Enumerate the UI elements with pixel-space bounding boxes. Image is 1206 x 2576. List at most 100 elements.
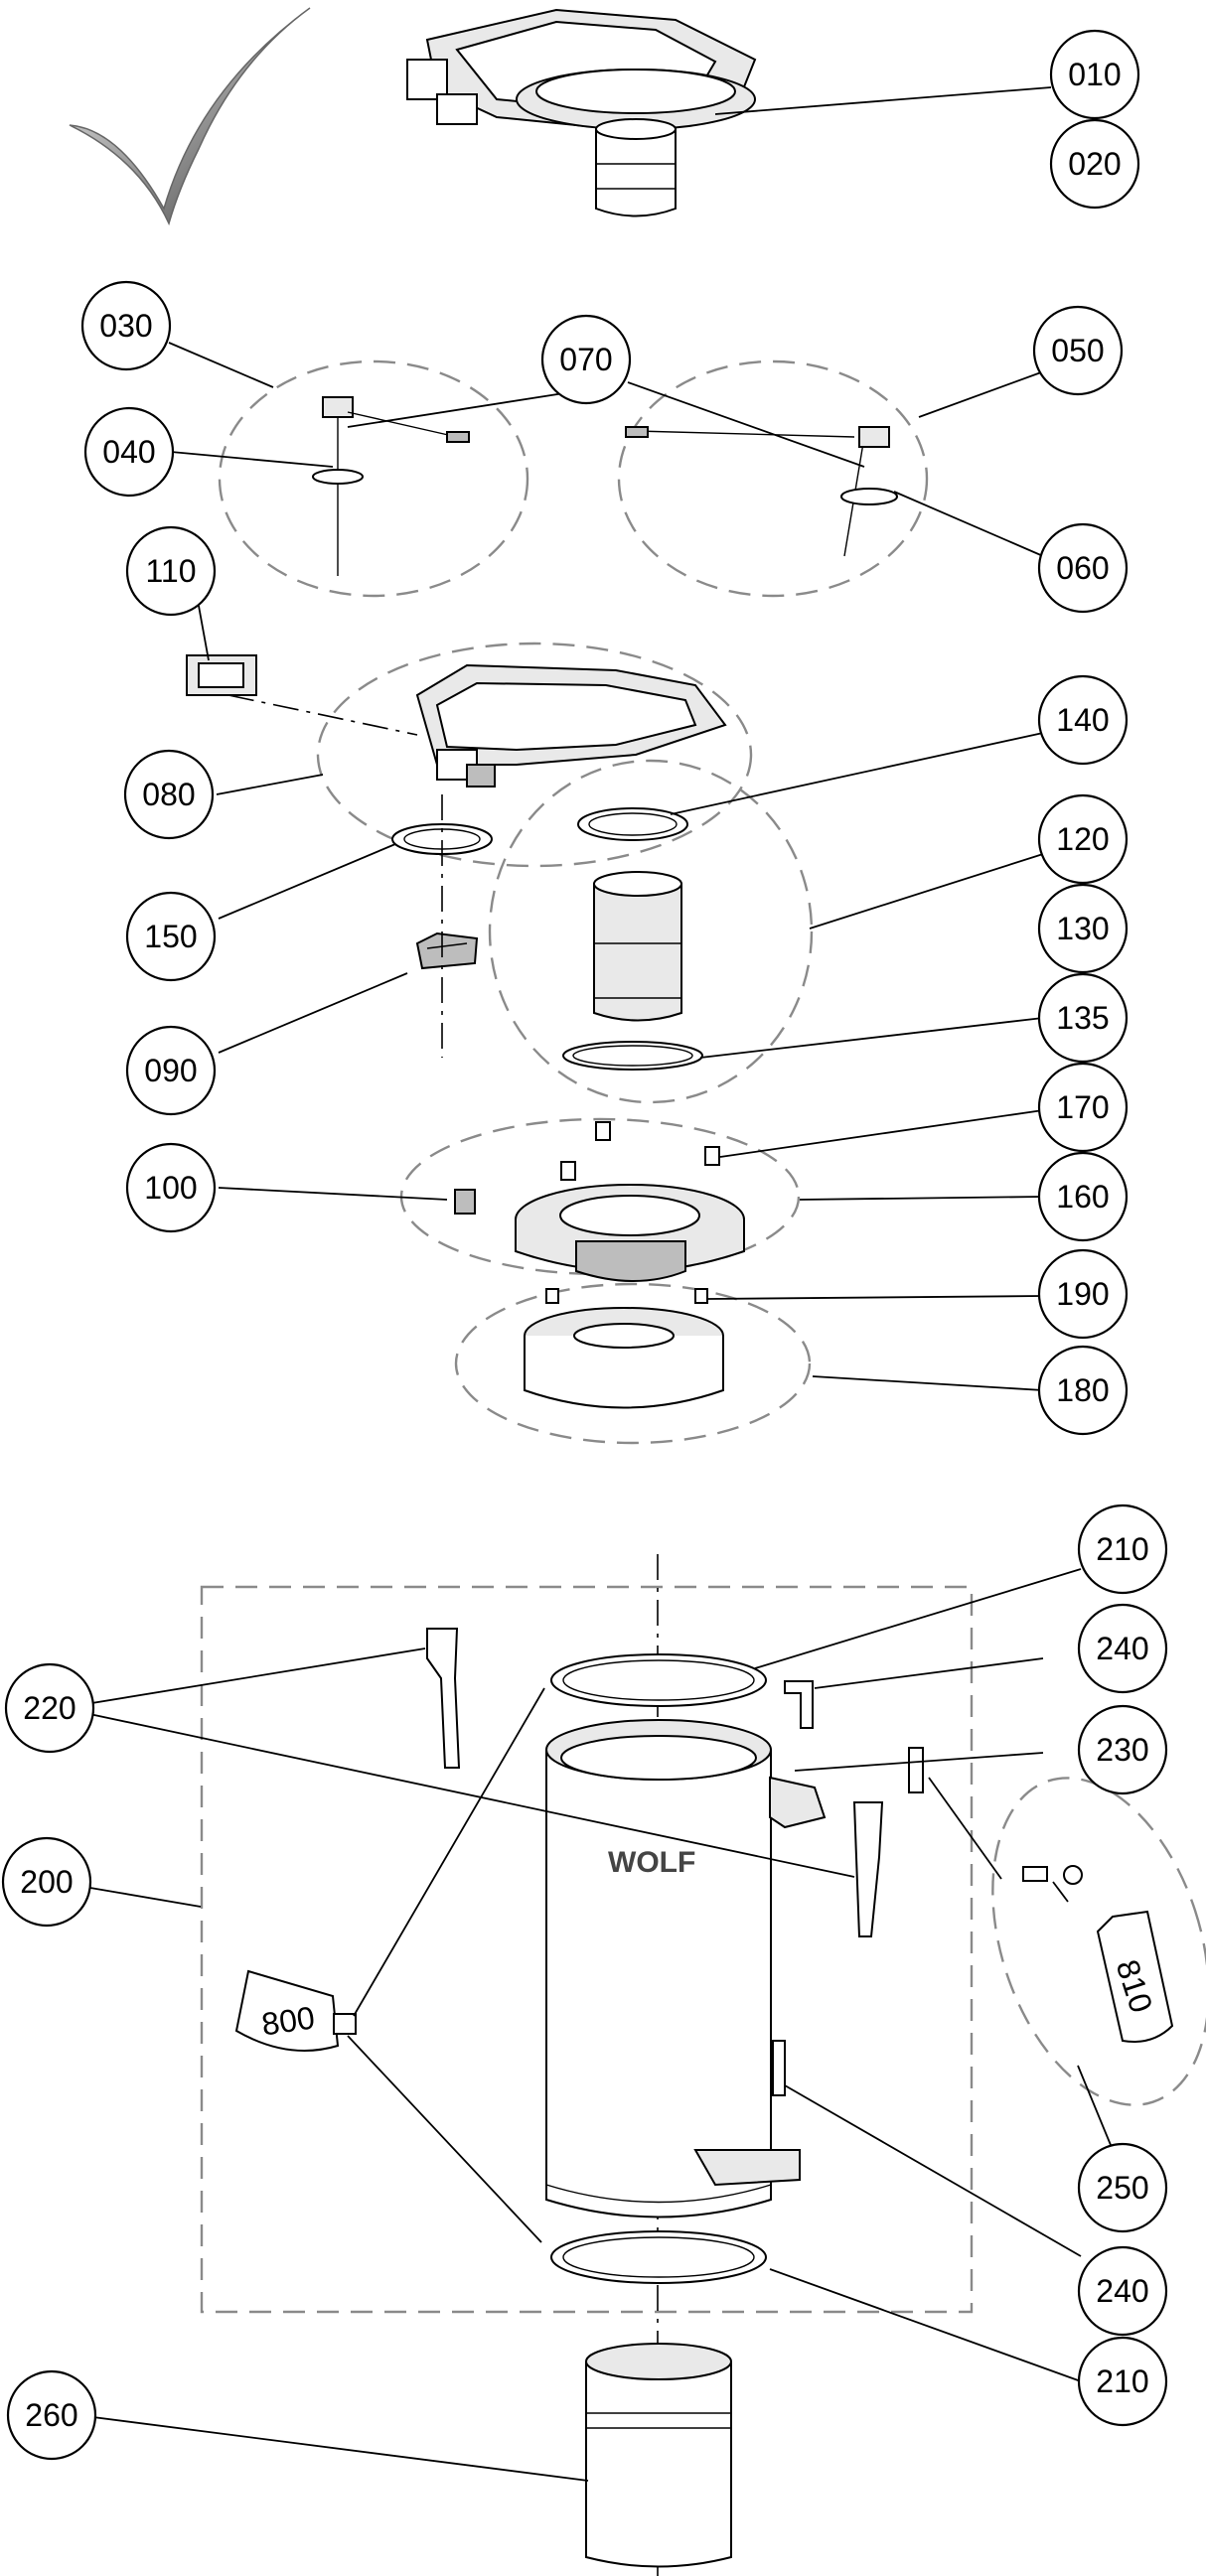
callout-135: 135 bbox=[1037, 972, 1129, 1064]
callout-170: 170 bbox=[1037, 1062, 1129, 1153]
callout-labels: 010 020 030 040 050 060 070 080 090 100 110 120 130 1… bbox=[1, 29, 1168, 2461]
callout-number: 170 bbox=[1056, 1089, 1109, 1125]
callout-090: 090 bbox=[125, 1025, 217, 1116]
callout-050: 050 bbox=[1032, 305, 1124, 396]
group-080-outline bbox=[316, 642, 753, 868]
callout-number: 150 bbox=[144, 919, 197, 954]
callout-number: 190 bbox=[1056, 1276, 1109, 1312]
callout-circle bbox=[1037, 1062, 1129, 1153]
combustion-head-180 bbox=[524, 1307, 724, 1409]
callout-number: 030 bbox=[99, 308, 152, 344]
group-030-outline bbox=[218, 359, 529, 598]
callout-120: 120 bbox=[1037, 793, 1129, 885]
callout-240b: 240 bbox=[1077, 2245, 1168, 2337]
callout-210b: 210 bbox=[1077, 2336, 1168, 2427]
callout-circle bbox=[1077, 2336, 1168, 2427]
callout-circle bbox=[1049, 118, 1140, 210]
callout-number: 050 bbox=[1051, 333, 1104, 368]
ionisation-electrode-right bbox=[625, 426, 898, 557]
callout-number: 140 bbox=[1056, 702, 1109, 738]
callout-number: 135 bbox=[1056, 1000, 1109, 1036]
callout-number: 800 bbox=[259, 1999, 317, 2042]
callout-200: 200 bbox=[1, 1836, 92, 1928]
callout-circle bbox=[125, 1142, 217, 1233]
callout-020: 020 bbox=[1049, 118, 1140, 210]
callout-number: 200 bbox=[20, 1864, 73, 1900]
callout-220: 220 bbox=[4, 1662, 95, 1754]
callout-number: 060 bbox=[1056, 550, 1109, 586]
callout-number: 210 bbox=[1096, 1531, 1148, 1567]
callout-circle bbox=[1037, 972, 1129, 1064]
callout-080: 080 bbox=[123, 749, 215, 840]
checkmark-icon bbox=[69, 7, 311, 226]
flap-090 bbox=[415, 931, 479, 970]
callout-number: 110 bbox=[145, 553, 196, 589]
burner-tube-130 bbox=[593, 871, 682, 1022]
callout-circle bbox=[1037, 674, 1129, 766]
callout-circle bbox=[123, 749, 215, 840]
callout-190: 190 bbox=[1037, 1248, 1129, 1340]
group-250-outline bbox=[991, 1777, 1206, 2106]
callout-130: 130 bbox=[1037, 883, 1129, 974]
callout-040: 040 bbox=[83, 406, 175, 498]
callout-160: 160 bbox=[1037, 1151, 1129, 1242]
ring-135 bbox=[562, 1041, 703, 1071]
callout-number: 130 bbox=[1056, 911, 1109, 946]
group-200-outline bbox=[200, 1585, 974, 2314]
callout-250: 250 bbox=[1077, 2142, 1168, 2233]
callout-number: 240 bbox=[1096, 2273, 1148, 2309]
callout-number: 070 bbox=[559, 342, 612, 377]
callout-240a: 240 bbox=[1077, 1603, 1168, 1694]
callout-number: 230 bbox=[1096, 1732, 1148, 1768]
callout-010: 010 bbox=[1049, 29, 1140, 120]
callout-circle bbox=[83, 406, 175, 498]
callout-number: 260 bbox=[25, 2397, 77, 2433]
callout-circle bbox=[1077, 2245, 1168, 2337]
callout-number: 020 bbox=[1068, 146, 1121, 182]
callout-260: 260 bbox=[6, 2369, 97, 2461]
callout-circle bbox=[540, 314, 632, 405]
callout-circle bbox=[125, 891, 217, 982]
callout-circle bbox=[125, 1025, 217, 1116]
callout-circle bbox=[1037, 522, 1129, 614]
callout-180: 180 bbox=[1037, 1345, 1129, 1436]
clip-240-top bbox=[784, 1680, 814, 1729]
callout-800: 800 bbox=[259, 1999, 317, 2042]
fan-assembly-top bbox=[406, 8, 757, 217]
callout-circle bbox=[1077, 1503, 1168, 1595]
callout-110: 110 bbox=[125, 525, 217, 617]
ignition-electrode-left bbox=[312, 396, 470, 576]
callout-circle bbox=[4, 1662, 95, 1754]
sensor-110 bbox=[186, 654, 257, 696]
gasket-210-bottom bbox=[550, 2230, 767, 2284]
callout-circle bbox=[1037, 1248, 1129, 1340]
callout-circle bbox=[1077, 2142, 1168, 2233]
gasket-210-top bbox=[550, 1653, 767, 1707]
callout-number: 220 bbox=[23, 1690, 75, 1726]
clip-240-bottom bbox=[772, 2040, 786, 2096]
callout-030: 030 bbox=[80, 280, 172, 371]
callout-circle bbox=[1, 1836, 92, 1928]
callout-circle bbox=[1037, 1345, 1129, 1436]
screws-190 bbox=[545, 1288, 708, 1304]
nozzle-100 bbox=[454, 1189, 476, 1215]
callout-number: 160 bbox=[1056, 1179, 1109, 1215]
callout-number: 180 bbox=[1056, 1372, 1109, 1408]
callout-circle bbox=[6, 2369, 97, 2461]
callout-number: 120 bbox=[1056, 821, 1109, 857]
ring-140 bbox=[577, 807, 688, 841]
screws-170 bbox=[560, 1121, 720, 1181]
brand-wordmark: WOLF bbox=[608, 1846, 695, 1879]
group-050-outline bbox=[617, 359, 929, 598]
callout-circle bbox=[80, 280, 172, 371]
siphon-810 bbox=[1022, 1865, 1174, 2043]
callout-circle bbox=[125, 525, 217, 617]
flue-pipe-260 bbox=[585, 2343, 732, 2568]
callout-circle bbox=[1077, 1704, 1168, 1795]
callout-100: 100 bbox=[125, 1142, 217, 1233]
callout-number: 240 bbox=[1096, 1631, 1148, 1666]
callout-circle bbox=[1037, 883, 1129, 974]
callout-number: 010 bbox=[1068, 57, 1121, 92]
